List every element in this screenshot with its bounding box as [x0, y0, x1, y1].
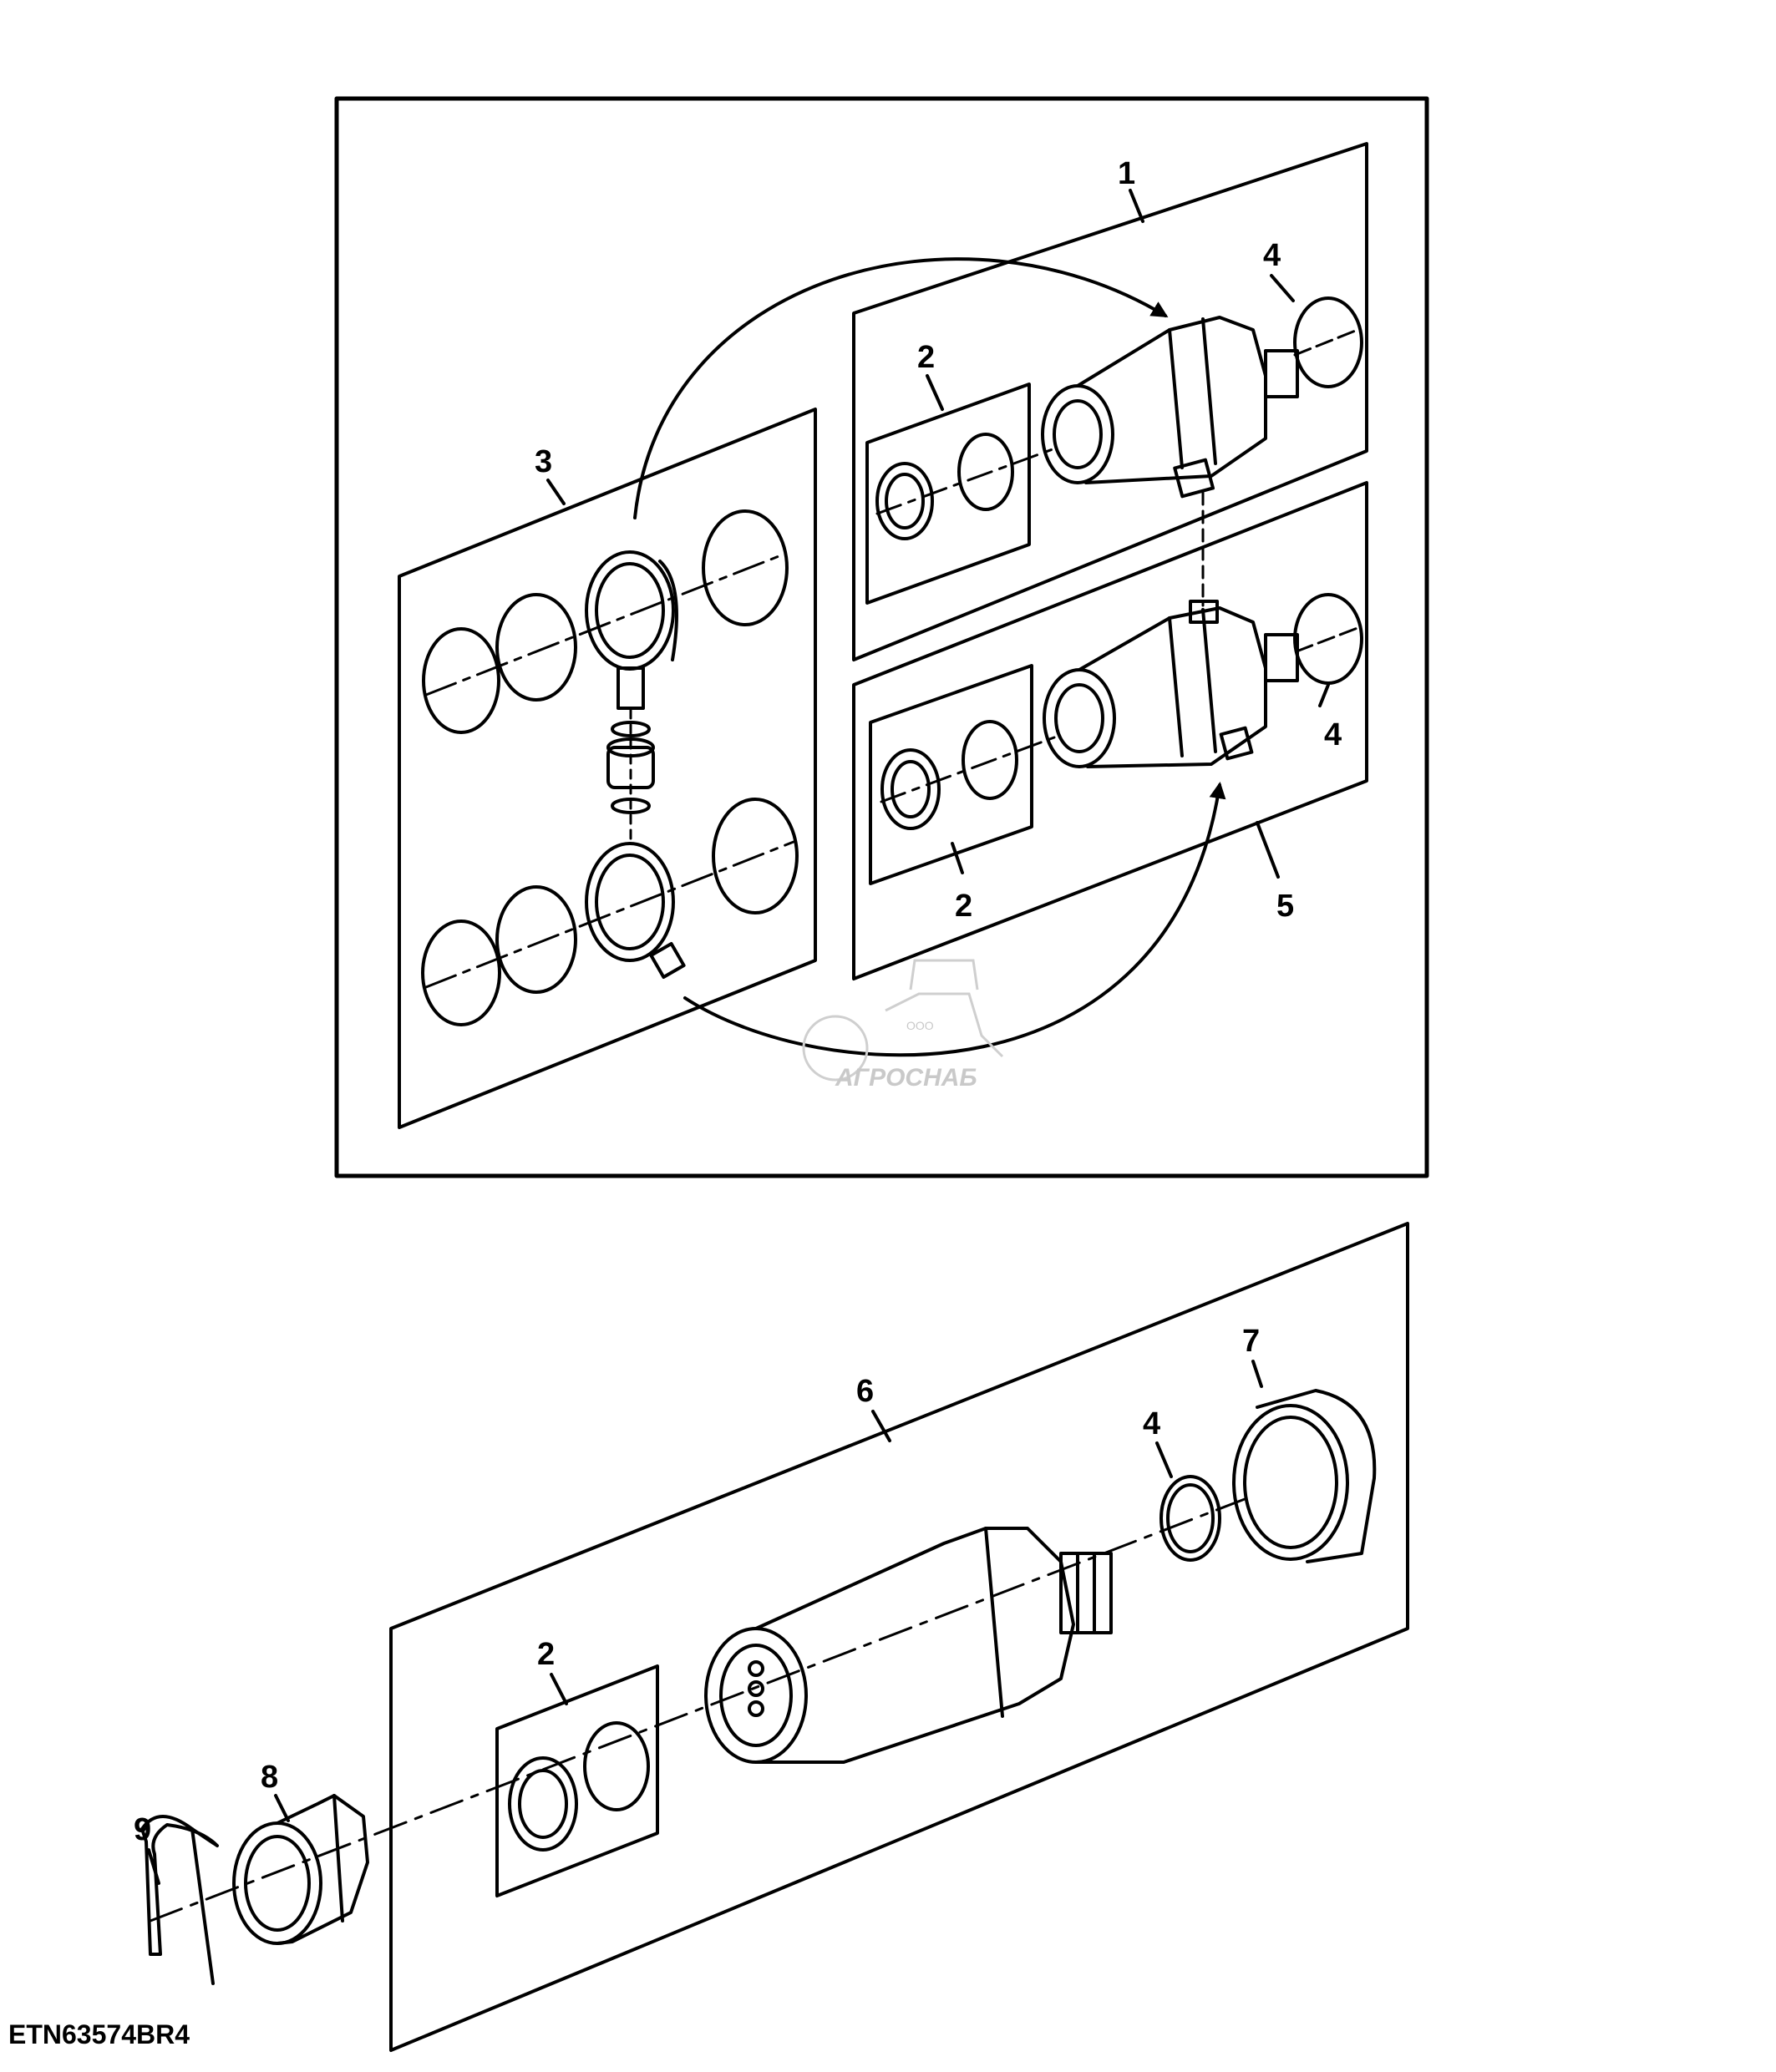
leader-8: [274, 1794, 290, 1822]
leader-4b: [1318, 683, 1330, 707]
panel1-coupler: [1041, 296, 1363, 499]
leader-6: [871, 1410, 891, 1442]
callout-3: 3: [535, 444, 552, 479]
leader-9: [147, 1848, 160, 1885]
panel5-coupler: [1043, 593, 1363, 768]
callout-6: 6: [856, 1374, 874, 1409]
upper-frame: [334, 96, 1429, 1178]
leader-2a: [926, 374, 944, 411]
panel-5: [852, 481, 1368, 980]
watermark-small-text: ООО: [906, 1019, 934, 1032]
subpanel-2-middle: [869, 664, 1033, 885]
panel3-bottom-row-rings: [421, 798, 799, 1026]
leader-7: [1251, 1360, 1263, 1388]
leader-4c: [1155, 1441, 1173, 1478]
lower-seals: [508, 1721, 650, 1852]
lower-nut-8: [232, 1794, 369, 1945]
leader-2c: [550, 1673, 568, 1705]
panel-3: [398, 408, 817, 1129]
panel1-seals: [875, 433, 1054, 540]
leader-1: [1129, 189, 1144, 223]
callout-8: 8: [261, 1760, 278, 1795]
subpanel-2-upper: [865, 382, 1031, 605]
panel-1: [852, 142, 1368, 661]
panel3-fittings: [606, 666, 655, 841]
leader-2b: [951, 842, 964, 874]
leader-4a: [1270, 274, 1295, 302]
callout-4-upper: 4: [1263, 238, 1281, 273]
callout-2-lower: 2: [537, 1637, 555, 1672]
callout-4-middle: 4: [1324, 717, 1342, 752]
lower-ring-7: [1232, 1389, 1377, 1563]
lower-clip-9: [140, 1815, 219, 1985]
callout-2-upper: 2: [917, 340, 935, 375]
callout-5: 5: [1276, 889, 1294, 924]
callout-9: 9: [134, 1812, 151, 1847]
lower-centerline: [149, 1497, 1246, 1923]
subpanel-2-lower: [495, 1664, 659, 1897]
callout-4-lower: 4: [1143, 1406, 1160, 1441]
arrow-to-coupler-1: [633, 257, 1169, 519]
watermark-logo: [802, 959, 1004, 1082]
panel5-seals: [880, 720, 1056, 830]
panel-6: [389, 1222, 1409, 2052]
lower-ring-4: [1159, 1475, 1221, 1562]
leader-5: [1256, 821, 1280, 879]
lower-coupler-body: [704, 1527, 1113, 1764]
callout-2-middle: 2: [955, 889, 972, 924]
panel3-top-row-rings: [422, 509, 789, 734]
callout-7: 7: [1242, 1324, 1260, 1359]
leader-3: [546, 479, 566, 505]
arrow-to-coupler-5: [683, 782, 1226, 1057]
figure-code: ETN63574BR4: [8, 2019, 190, 2049]
callout-1: 1: [1118, 156, 1135, 191]
watermark-text: АГРОСНАБ: [835, 1064, 977, 1092]
